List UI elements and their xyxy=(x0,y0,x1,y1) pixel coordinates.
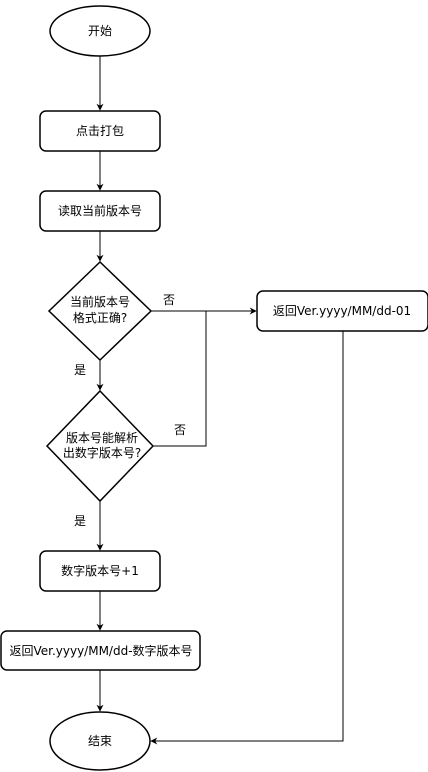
parse-check-line1: 版本号能解析 xyxy=(66,431,138,445)
process-read-version: 读取当前版本号 xyxy=(39,190,161,232)
edges xyxy=(96,56,344,745)
label-format-yes: 是 xyxy=(74,363,86,377)
label-parse-yes: 是 xyxy=(74,514,86,528)
return-numeric-label: 返回Ver.yyyy/MM/dd-数字版本号 xyxy=(9,643,192,658)
decision-parse-check: 版本号能解析 出数字版本号? xyxy=(45,389,155,503)
format-check-line1: 当前版本号 xyxy=(70,294,130,309)
start-label: 开始 xyxy=(88,24,112,38)
end-label: 结束 xyxy=(88,734,112,748)
label-parse-no: 否 xyxy=(174,423,186,437)
increment-label: 数字版本号+1 xyxy=(61,563,139,578)
format-check-line2: 格式正确? xyxy=(73,310,127,325)
edge-default-to-end xyxy=(150,331,344,745)
parse-check-line2: 出数字版本号? xyxy=(63,445,141,460)
process-return-numeric: 返回Ver.yyyy/MM/dd-数字版本号 xyxy=(0,630,201,671)
start-node: 开始 xyxy=(49,5,151,57)
process-return-default: 返回Ver.yyyy/MM/dd-01 xyxy=(256,290,428,332)
end-node: 结束 xyxy=(49,711,151,771)
edge-parse-no xyxy=(153,311,207,447)
label-format-no: 否 xyxy=(163,293,175,307)
click-package-label: 点击打包 xyxy=(76,124,124,138)
process-click-package: 点击打包 xyxy=(39,110,161,152)
read-version-label: 读取当前版本号 xyxy=(58,203,142,218)
return-default-label: 返回Ver.yyyy/MM/dd-01 xyxy=(273,304,411,318)
decision-format-check: 当前版本号 格式正确? xyxy=(47,260,153,362)
process-increment: 数字版本号+1 xyxy=(39,550,161,592)
